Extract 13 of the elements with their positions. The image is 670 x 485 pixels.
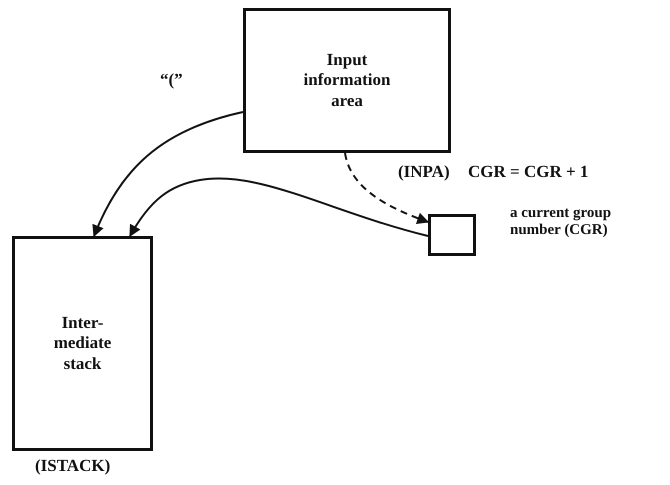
input-area-box bbox=[243, 8, 451, 153]
node-label: Inter- mediate stack bbox=[52, 312, 112, 374]
abbreviation-label: (ISTACK) bbox=[35, 456, 112, 476]
counter-box bbox=[428, 214, 476, 256]
dashed-arrow bbox=[344, 152, 430, 224]
node-label: Input information area bbox=[302, 50, 392, 112]
abbreviation-label: (INPA) bbox=[398, 162, 451, 182]
caption-text: a current group number (CGR) bbox=[510, 205, 612, 240]
stack-box bbox=[12, 236, 153, 451]
curved-arrow bbox=[129, 178, 428, 238]
formula-text: CGR = CGR + 1 bbox=[468, 162, 588, 182]
curved-arrow bbox=[92, 111, 244, 238]
edge-label: “(” bbox=[160, 70, 183, 90]
